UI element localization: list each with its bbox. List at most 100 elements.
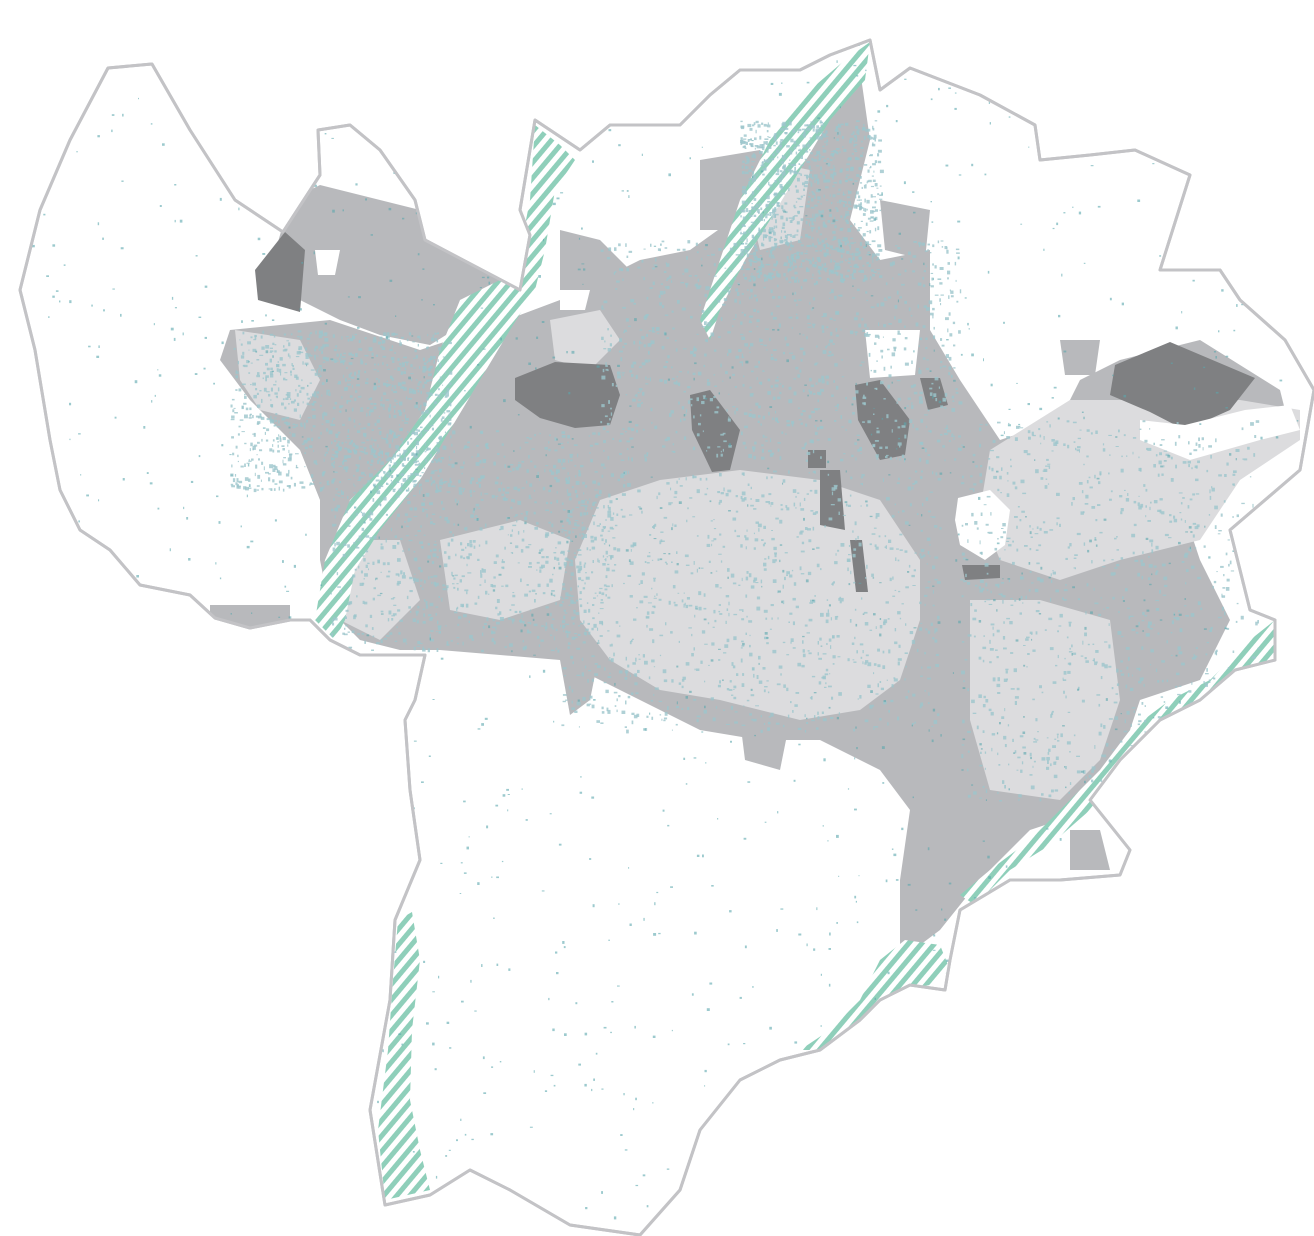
building-speck xyxy=(654,523,657,527)
building-speck xyxy=(310,369,315,371)
building-speck xyxy=(816,178,820,181)
building-speck xyxy=(1006,537,1011,540)
building-speck xyxy=(1120,673,1125,676)
building-speck xyxy=(799,347,804,351)
building-speck xyxy=(644,359,649,363)
building-speck xyxy=(703,593,706,597)
building-speck xyxy=(463,527,467,530)
building-speck xyxy=(754,441,757,445)
building-speck xyxy=(687,400,691,404)
building-speck xyxy=(457,500,459,504)
building-speck xyxy=(637,403,641,408)
building-speck xyxy=(1086,455,1089,458)
building-speck xyxy=(885,545,887,549)
building-speck xyxy=(430,576,433,578)
building-speck xyxy=(1029,548,1032,551)
building-speck xyxy=(439,437,442,441)
building-speck xyxy=(865,654,869,657)
building-speck xyxy=(1176,672,1180,676)
building-speck xyxy=(576,527,578,529)
building-speck xyxy=(372,483,376,487)
building-speck xyxy=(958,330,961,334)
building-speck xyxy=(323,485,325,489)
building-speck xyxy=(623,331,626,334)
building-speck xyxy=(574,465,577,467)
building-speck xyxy=(405,525,410,528)
building-speck xyxy=(1012,481,1016,485)
building-speck xyxy=(344,616,347,619)
building-speck xyxy=(380,485,384,488)
building-speck xyxy=(496,476,499,480)
building-speck xyxy=(1180,518,1183,521)
building-speck xyxy=(533,623,538,627)
building-speck xyxy=(391,481,393,485)
building-speck xyxy=(635,374,638,379)
building-speck xyxy=(1156,780,1160,782)
building-speck xyxy=(811,675,816,678)
building-speck xyxy=(467,572,472,574)
building-speck xyxy=(877,153,880,157)
building-speck xyxy=(1014,750,1017,754)
building-speck xyxy=(638,399,641,402)
building-speck xyxy=(625,431,627,433)
building-speck xyxy=(376,419,380,423)
building-speck xyxy=(566,518,570,522)
building-speck xyxy=(605,362,607,366)
building-speck xyxy=(758,680,763,684)
building-speck xyxy=(262,377,264,380)
building-speck xyxy=(433,523,436,525)
building-speck xyxy=(1126,607,1130,609)
building-speck xyxy=(786,256,789,260)
building-speck xyxy=(573,610,576,614)
building-speck xyxy=(658,598,662,601)
building-speck xyxy=(836,272,839,276)
building-speck xyxy=(728,416,730,420)
building-speck xyxy=(759,339,763,342)
building-speck xyxy=(310,483,315,485)
building-speck xyxy=(595,495,597,498)
building-speck xyxy=(775,238,778,240)
building-speck xyxy=(604,588,608,591)
building-speck xyxy=(979,589,983,593)
building-speck xyxy=(1003,621,1005,624)
building-speck xyxy=(320,487,324,491)
building-speck xyxy=(1240,615,1244,620)
building-speck xyxy=(1098,703,1101,707)
building-speck xyxy=(1215,649,1218,652)
building-speck xyxy=(259,354,264,356)
building-speck xyxy=(314,354,316,358)
building-speck xyxy=(952,321,956,325)
building-speck xyxy=(457,587,459,591)
buildings xyxy=(20,41,1312,1231)
building-speck xyxy=(832,635,835,639)
building-speck xyxy=(1147,447,1152,451)
building-speck xyxy=(368,398,372,401)
building-speck xyxy=(748,279,752,282)
building-speck xyxy=(1225,716,1229,720)
building-speck xyxy=(984,751,987,754)
building-speck xyxy=(837,549,840,552)
building-speck xyxy=(544,468,546,473)
building-speck xyxy=(817,711,819,715)
building-speck xyxy=(373,455,378,458)
building-speck xyxy=(671,377,675,380)
building-speck xyxy=(865,334,870,337)
building-speck xyxy=(661,240,665,243)
building-speck xyxy=(833,484,838,487)
building-speck xyxy=(719,680,721,684)
building-speck xyxy=(643,344,647,348)
building-speck xyxy=(1045,478,1048,480)
building-speck xyxy=(825,375,829,379)
building-speck xyxy=(652,526,654,528)
building-speck xyxy=(685,408,688,413)
building-speck xyxy=(688,275,692,277)
building-speck xyxy=(1027,430,1031,434)
building-speck xyxy=(277,387,280,392)
building-speck xyxy=(1251,576,1253,578)
building-speck xyxy=(954,261,957,266)
building-speck xyxy=(979,797,982,799)
building-speck xyxy=(796,144,800,147)
building-speck xyxy=(1041,757,1046,761)
building-speck xyxy=(530,622,532,625)
building-speck xyxy=(425,604,429,609)
